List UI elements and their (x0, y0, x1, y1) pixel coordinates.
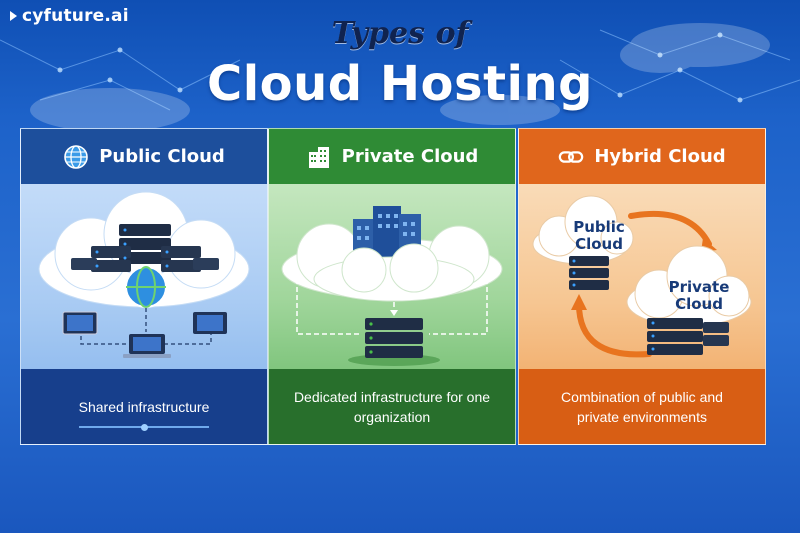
panel-caption: Shared infrastructure (21, 369, 267, 444)
private-cloud-illustration (281, 206, 503, 366)
panel-header-label: Private Cloud (341, 146, 479, 167)
title-line-1: Types of (331, 16, 469, 51)
panel-header-label: Hybrid Cloud (594, 146, 726, 167)
globe-icon (63, 144, 89, 170)
panel-caption-text: Dedicated infrastructure for one organiz… (293, 388, 491, 425)
hybrid-public-cloud-label: Public Cloud (573, 218, 625, 253)
panel-header-label: Public Cloud (99, 146, 225, 167)
panel-caption-text: Shared infrastructure (78, 398, 210, 415)
panel-caption: Combination of public and private enviro… (519, 369, 765, 444)
panel-header: Private Cloud (269, 129, 515, 184)
hybrid-private-cloud-label: Private Cloud (668, 278, 730, 313)
panel-caption: Dedicated infrastructure for one organiz… (269, 369, 515, 444)
link-chain-icon (558, 144, 584, 170)
panel-private-cloud: Private Cloud (268, 128, 516, 445)
brand-logo-text: cyfuture.ai (22, 6, 129, 26)
panel-public-cloud: Public Cloud (20, 128, 268, 445)
panel-header: Hybrid Cloud (519, 129, 765, 184)
public-cloud-illustration (38, 191, 250, 358)
hybrid-cloud-illustration (532, 195, 752, 358)
caption-dot (141, 424, 148, 431)
title-line-2: Cloud Hosting (206, 56, 594, 112)
building-icon (306, 144, 332, 170)
play-triangle-icon (10, 11, 17, 21)
panel-caption-text: Combination of public and private enviro… (561, 388, 723, 425)
panel-header: Public Cloud (21, 129, 267, 184)
header-background (0, 23, 800, 130)
panel-hybrid-cloud: Hybrid Cloud Publ (518, 128, 766, 445)
brand-logo: cyfuture.ai (10, 6, 129, 26)
